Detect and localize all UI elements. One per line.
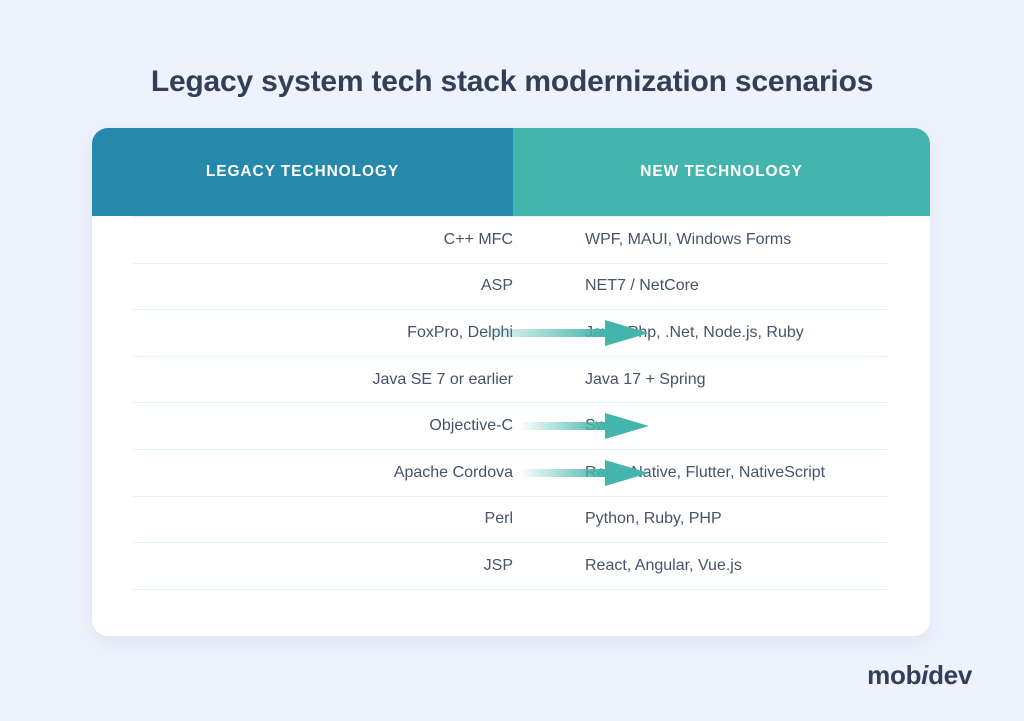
cell-new-technology: Swift <box>585 417 620 435</box>
logo-italic-i: i <box>921 660 929 690</box>
table-row: Objective-C Swift <box>133 403 889 450</box>
cell-new-technology: Java, Php, .Net, Node.js, Ruby <box>585 323 804 341</box>
table-row: Perl Python, Ruby, PHP <box>133 497 889 544</box>
mobidev-logo: mobidev <box>867 660 972 691</box>
cell-legacy-technology: Java SE 7 or earlier <box>372 370 513 388</box>
cell-new-technology: WPF, MAUI, Windows Forms <box>585 230 792 248</box>
page-title: Legacy system tech stack modernization s… <box>150 65 874 99</box>
table-row: JSP React, Angular, Vue.js <box>133 543 889 590</box>
cell-legacy-technology: Apache Cordova <box>393 463 513 481</box>
cell-new-technology: Java 17 + Spring <box>585 370 706 388</box>
table-row: ASP NET7 / NetCore <box>133 264 889 311</box>
table-row: C++ MFC WPF, MAUI, Windows Forms <box>133 216 889 264</box>
cell-new-technology: React Native, Flutter, NativeScript <box>585 463 826 481</box>
cell-legacy-technology: C++ MFC <box>443 230 513 248</box>
table-row: FoxPro, Delphi Java, Php, .Net, Node.js, … <box>133 310 889 357</box>
logo-part-two: dev <box>928 660 972 690</box>
column-header-new-technology: NEW TECHNOLOGY <box>513 128 930 216</box>
cell-legacy-technology: JSP <box>483 556 513 574</box>
table-header-row: LEGACY TECHNOLOGY NEW TECHNOLOGY <box>92 128 930 216</box>
cell-new-technology: NET7 / NetCore <box>585 277 699 295</box>
table-row: Apache Cordova React Native, Flutter, Nat… <box>133 450 889 497</box>
cell-new-technology: React, Angular, Vue.js <box>585 556 742 574</box>
cell-legacy-technology: Perl <box>484 510 513 528</box>
cell-new-technology: Python, Ruby, PHP <box>585 510 722 528</box>
cell-legacy-technology: Objective-C <box>429 417 513 435</box>
logo-part-one: mob <box>867 660 922 690</box>
cell-legacy-technology: ASP <box>480 277 513 295</box>
cell-legacy-technology: FoxPro, Delphi <box>407 323 513 341</box>
column-header-legacy-technology: LEGACY TECHNOLOGY <box>92 128 513 216</box>
comparison-table-card: LEGACY TECHNOLOGY NEW TECHNOLOGY C++ MFC… <box>92 128 930 636</box>
table-row: Java SE 7 or earlier Java 17 + Spring <box>133 357 889 404</box>
